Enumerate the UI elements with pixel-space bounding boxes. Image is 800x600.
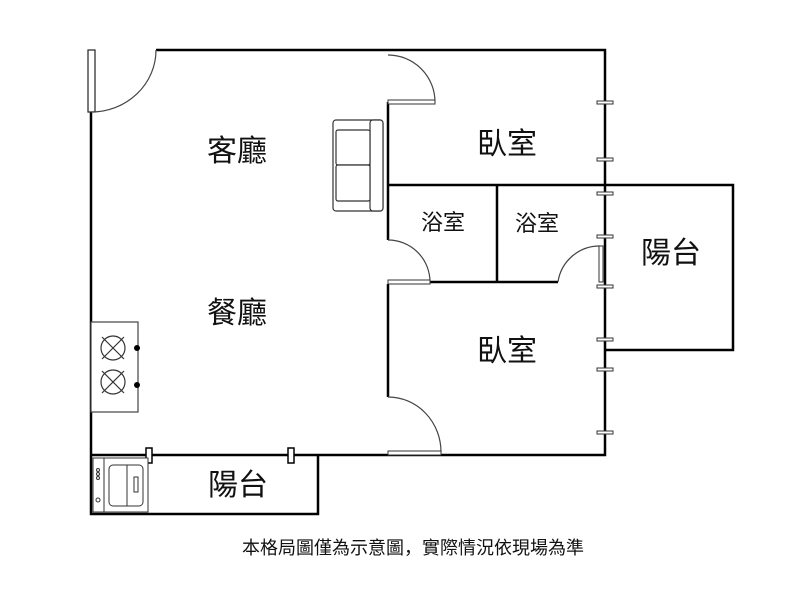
- label-bedroom-1: 臥室: [477, 127, 537, 162]
- label-bathroom-2: 浴室: [515, 212, 559, 237]
- bedroom-1-door: [387, 54, 436, 105]
- window-marks-right: [596, 100, 614, 435]
- disclaimer-caption: 本格局圖僅為示意圖，實際情況依現場為準: [242, 538, 584, 559]
- right-balcony-outline: [605, 183, 735, 352]
- bathroom-2-door: [557, 245, 604, 283]
- stove-icon: [90, 321, 140, 413]
- window-marks-bottom: [145, 447, 295, 464]
- entry-door: [87, 49, 157, 113]
- interior-walls: [386, 102, 605, 397]
- label-balcony-bottom: 陽台: [208, 468, 268, 503]
- bedroom-2-door: [387, 396, 442, 456]
- bathroom-1-door: [387, 239, 431, 285]
- label-living-room: 客廳: [207, 134, 267, 169]
- washing-machine-icon: [92, 457, 149, 513]
- label-bathroom-1: 浴室: [421, 211, 465, 236]
- label-balcony-right: 陽台: [641, 236, 701, 271]
- sofa-icon: [332, 119, 384, 212]
- label-dining-room: 餐廳: [207, 296, 267, 331]
- outer-walls: [89, 48, 607, 516]
- label-bedroom-2: 臥室: [477, 334, 537, 369]
